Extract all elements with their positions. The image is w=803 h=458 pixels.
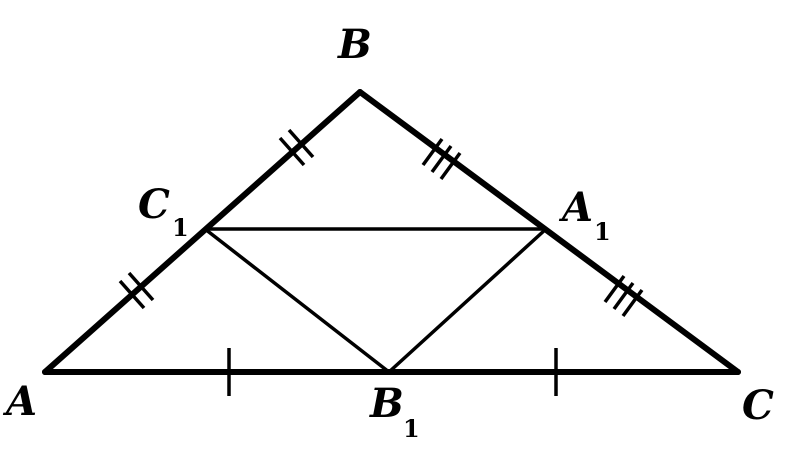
label-a1: A	[558, 184, 593, 231]
side-bc	[357, 89, 741, 375]
label-c1-subscript: 1	[172, 213, 189, 242]
label-b: B	[337, 21, 372, 68]
tick-triple-ba1	[421, 137, 462, 181]
midsegment-c1-b1	[203, 227, 391, 374]
label-c: C	[742, 382, 774, 429]
midsegment-a1-b1	[387, 227, 548, 374]
label-b1: B	[369, 380, 404, 427]
label-c1: C	[138, 181, 170, 228]
tick-triple-a1c	[603, 274, 644, 318]
tick-double-c1b	[278, 128, 315, 167]
label-a: A	[2, 378, 37, 425]
side-ab	[42, 89, 363, 375]
tick-double-ac1	[118, 271, 155, 310]
label-b1-subscript: 1	[403, 414, 420, 443]
label-a1-subscript: 1	[594, 217, 611, 246]
